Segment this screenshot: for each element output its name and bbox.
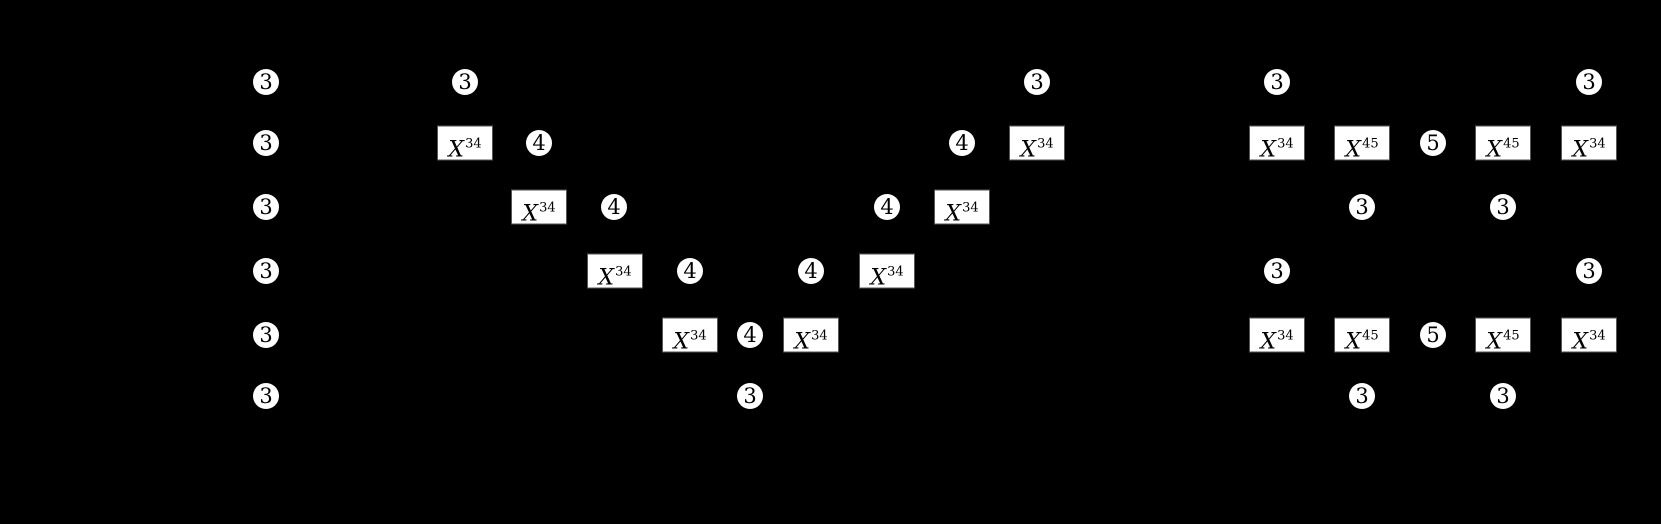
operator-box: X34 [587,253,643,291]
operator-box: X34 [1561,125,1617,163]
operator-base: X [522,201,539,227]
circle-node: 3 [1490,194,1516,220]
circle-node: 3 [253,130,279,156]
operator-box: X45 [1475,317,1531,355]
operator-superscript: 34 [887,264,904,280]
operator-base: X [945,201,962,227]
circle-node: 4 [677,258,703,284]
operator-superscript: 45 [1503,136,1520,152]
operator-superscript: 34 [1589,328,1606,344]
operator-superscript: 34 [615,264,632,280]
circle-node: 5 [1420,130,1446,156]
circle-node: 3 [737,383,763,409]
operator-box: X45 [1334,317,1390,355]
circle-node: 3 [253,258,279,284]
operator-superscript: 34 [1277,136,1294,152]
operator-superscript: 34 [690,328,707,344]
operator-base: X [1020,137,1037,163]
operator-base: X [1486,329,1503,355]
operator-base: X [1345,137,1362,163]
circle-node: 3 [253,383,279,409]
circle-node: 3 [253,194,279,220]
operator-superscript: 34 [962,200,979,216]
circle-node: 4 [798,258,824,284]
operator-superscript: 34 [539,200,556,216]
operator-base: X [870,265,887,291]
circle-node: 3 [1349,194,1375,220]
circle-node: 4 [601,194,627,220]
operator-superscript: 45 [1503,328,1520,344]
operator-box: X34 [1249,125,1305,163]
operator-box: X45 [1334,125,1390,163]
operator-superscript: 34 [1277,328,1294,344]
operator-box: X34 [511,189,567,227]
operator-box: X34 [1561,317,1617,355]
operator-box: X34 [1009,125,1065,163]
circle-node: 3 [1264,258,1290,284]
circle-node: 3 [1024,69,1050,95]
operator-superscript: 34 [465,136,482,152]
operator-base: X [1572,137,1589,163]
circle-node: 4 [874,194,900,220]
operator-base: X [1572,329,1589,355]
operator-base: X [448,137,465,163]
operator-superscript: 45 [1362,328,1379,344]
operator-base: X [1260,329,1277,355]
operator-base: X [794,329,811,355]
operator-base: X [1486,137,1503,163]
operator-box: X34 [783,317,839,355]
circle-node: 4 [526,130,552,156]
operator-base: X [598,265,615,291]
operator-superscript: 45 [1362,136,1379,152]
circle-node: 4 [737,322,763,348]
operator-box: X45 [1475,125,1531,163]
circle-node: 3 [1490,383,1516,409]
operator-base: X [1345,329,1362,355]
circle-node: 3 [1349,383,1375,409]
operator-superscript: 34 [811,328,828,344]
circle-node: 3 [1576,258,1602,284]
operator-superscript: 34 [1037,136,1054,152]
circle-node: 3 [1576,69,1602,95]
operator-box: X34 [934,189,990,227]
operator-base: X [673,329,690,355]
circle-node: 5 [1420,322,1446,348]
operator-base: X [1260,137,1277,163]
operator-box: X34 [662,317,718,355]
circle-node: 3 [253,322,279,348]
circle-node: 3 [452,69,478,95]
operator-box: X34 [859,253,915,291]
circle-node: 4 [949,130,975,156]
operator-box: X34 [437,125,493,163]
operator-box: X34 [1249,317,1305,355]
circle-node: 3 [253,69,279,95]
circle-node: 3 [1264,69,1290,95]
operator-superscript: 34 [1589,136,1606,152]
